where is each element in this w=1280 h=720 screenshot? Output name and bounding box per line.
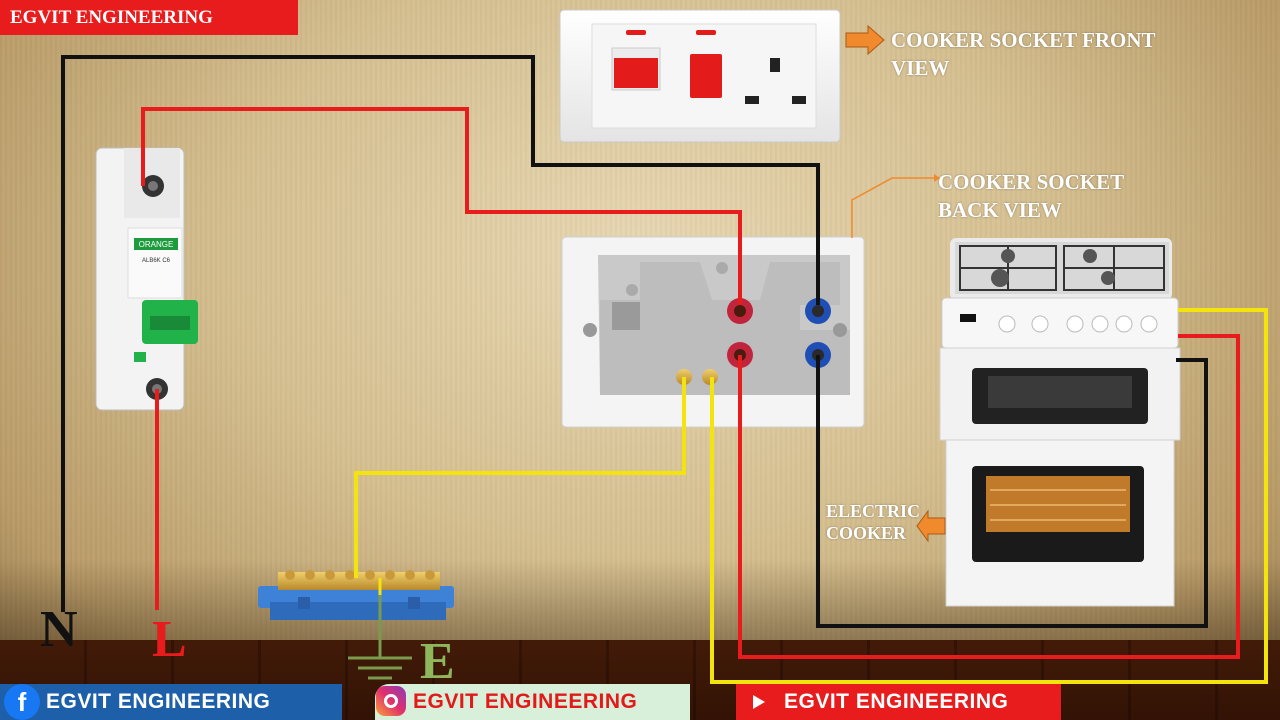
arrow-icon: [845, 24, 885, 56]
earth-busbar: [258, 570, 454, 620]
cooker-label-line2: COOKER: [826, 523, 907, 543]
cooker-label: ELECTRIC COOKER: [826, 500, 920, 544]
electric-cooker: [939, 238, 1181, 607]
earth-ground-symbol: [348, 590, 412, 680]
live-terminal-label: L: [152, 611, 187, 668]
arrow-icon: [934, 174, 940, 182]
cooker-label-line1: ELECTRIC: [826, 501, 921, 521]
neutral-wire-cooker: [816, 355, 1208, 628]
front-view-label-line1: COOKER SOCKET FRONT: [891, 28, 1156, 52]
facebook-icon: f: [4, 684, 40, 720]
brand-banner: EGVIT ENGINEERING: [0, 0, 298, 35]
cooker-socket-back: [561, 236, 865, 428]
earth-wire-cooker: [710, 308, 1268, 684]
youtube-label: EGVIT ENGINEERING: [784, 690, 1009, 713]
neutral-wire: [61, 55, 820, 612]
earth-terminal-label: E: [420, 633, 455, 690]
pointer-line: [851, 177, 934, 238]
live-wire-supply: [141, 107, 742, 305]
youtube-icon: [745, 692, 771, 712]
front-view-label: COOKER SOCKET FRONT VIEW: [891, 26, 1156, 82]
breaker-brand: ORANGE: [139, 240, 174, 249]
youtube-link[interactable]: EGVIT ENGINEERING: [736, 684, 1061, 720]
back-view-label: COOKER SOCKET BACK VIEW: [938, 168, 1124, 224]
instagram-label: EGVIT ENGINEERING: [413, 690, 638, 713]
earth-wire: [354, 377, 686, 578]
instagram-icon: [376, 686, 406, 716]
circuit-breaker: ORANGE ALB6K C6: [95, 147, 198, 411]
instagram-link[interactable]: EGVIT ENGINEERING: [375, 684, 690, 720]
neutral-terminal-label: N: [40, 601, 78, 658]
back-view-label-line1: COOKER SOCKET: [938, 170, 1125, 194]
live-wire-cooker: [738, 334, 1240, 659]
arrow-icon: [916, 509, 946, 543]
facebook-label: EGVIT ENGINEERING: [46, 690, 271, 713]
back-view-label-line2: BACK VIEW: [938, 198, 1062, 222]
facebook-link[interactable]: EGVIT ENGINEERING: [0, 684, 342, 720]
cooker-socket-front: [559, 9, 841, 143]
front-view-label-line2: VIEW: [891, 56, 950, 80]
breaker-model: ALB6K C6: [142, 258, 171, 264]
